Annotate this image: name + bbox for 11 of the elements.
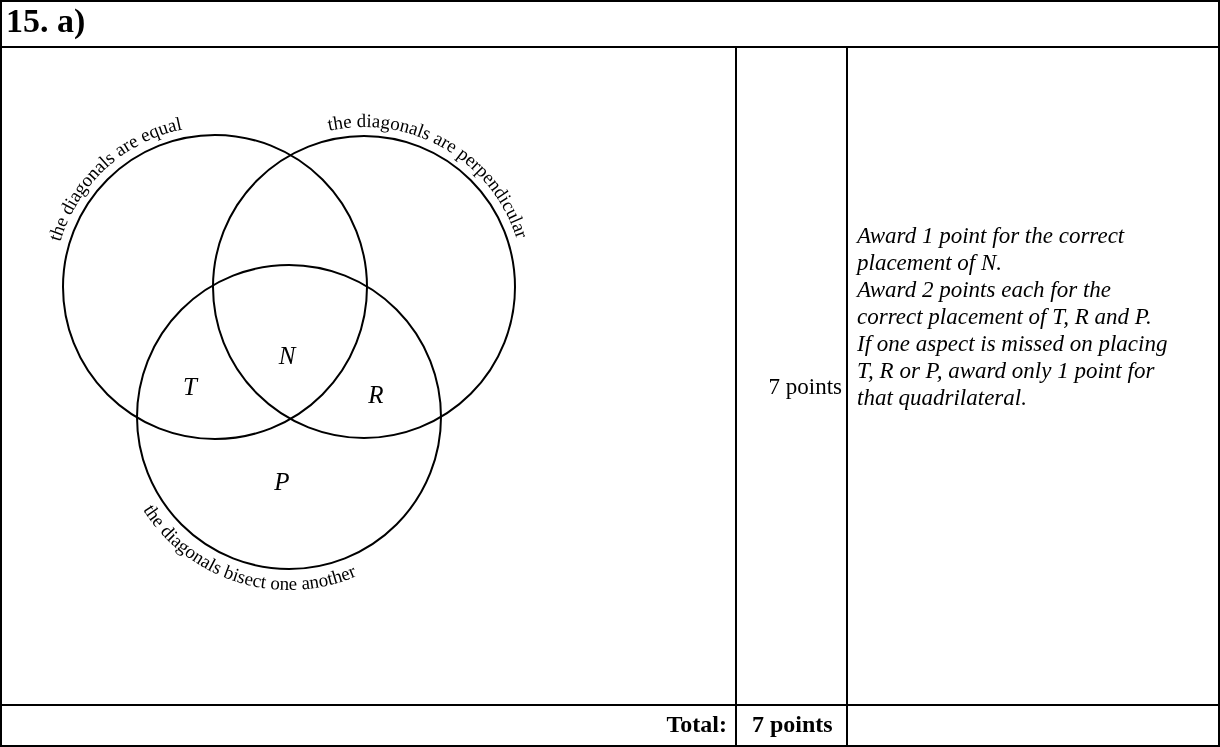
scoring-note: If one aspect is missed on placing T, R or P, award only 1 point for that quadrilateral.: [857, 330, 1169, 411]
region-letter: N: [278, 342, 296, 369]
region-letter: P: [274, 468, 290, 495]
region-letter: T: [183, 373, 197, 400]
scoring-note: Award 1 point for the correct placement of N.: [857, 222, 1126, 276]
score: 7 points: [768, 374, 842, 400]
region-letter: R: [368, 381, 384, 408]
total-score: 7 points: [752, 711, 833, 738]
scoring-note: Award 2 points each for the correct placement of T, R and P.: [857, 276, 1153, 330]
question-number: 15. a): [6, 2, 86, 40]
total-label: Total:: [666, 711, 727, 738]
